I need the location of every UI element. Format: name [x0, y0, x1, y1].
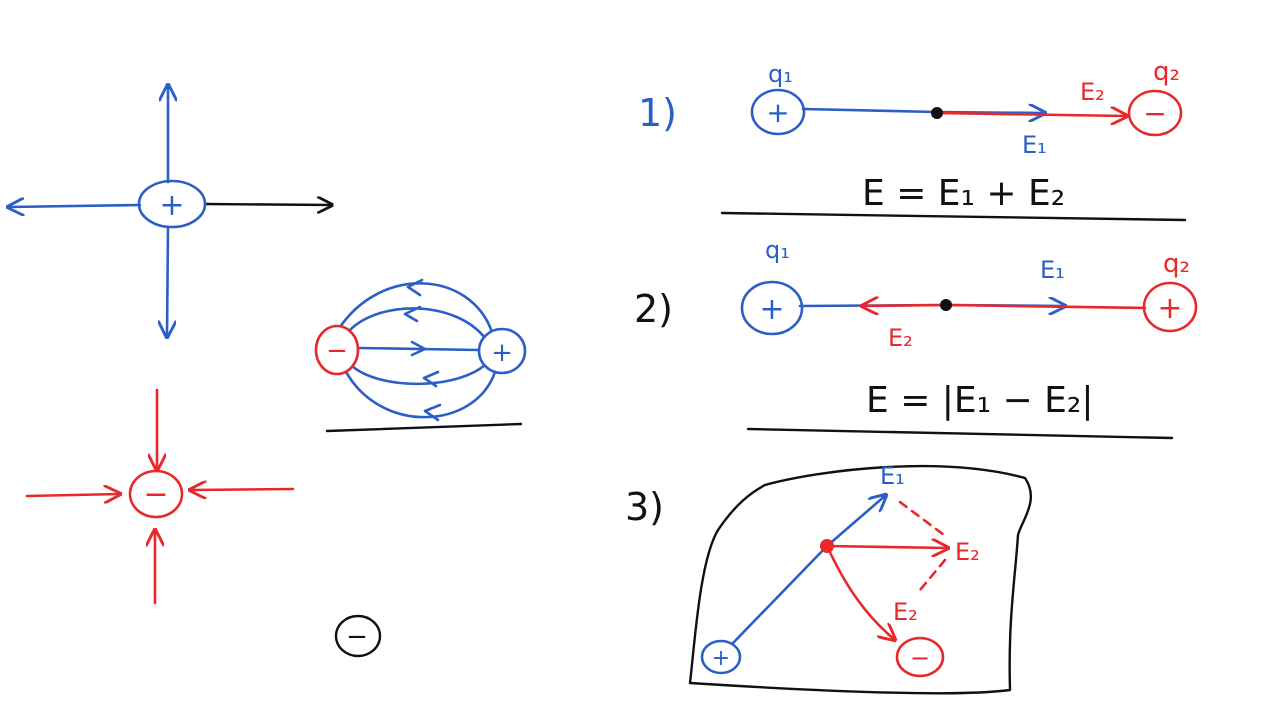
dipole-line-bottom — [343, 368, 497, 419]
case-2-q2-label: q₂ — [1163, 249, 1190, 279]
case-2-number: 2) — [634, 287, 673, 331]
case-1-test-point — [931, 107, 943, 119]
field-line-down — [167, 226, 168, 337]
case-1-number: 1) — [638, 91, 677, 135]
case-3-negative-circle — [895, 636, 945, 678]
case-1-e1-vector — [801, 109, 1045, 113]
dipole-arrow-bottom — [423, 403, 442, 422]
case-2-e2-vector — [862, 305, 1147, 308]
negative-charge-sign: − — [143, 477, 168, 512]
small-negative-sign: − — [346, 622, 368, 652]
case-3: 3) + − E₁ E₂ E₂ — [625, 462, 1032, 695]
dipole-arrow-top — [406, 278, 424, 297]
field-line-right — [203, 204, 332, 205]
dipole-positive-circle — [477, 327, 527, 375]
case-1-e1-label: E₁ — [1022, 131, 1047, 159]
case-2-e1-label: E₁ — [1040, 256, 1065, 284]
case-3-region-outline — [688, 464, 1032, 695]
case-3-e-total-vector — [825, 546, 948, 548]
positive-charge-sign: + — [159, 188, 184, 223]
case-1-e2-vector — [935, 113, 1127, 116]
case-2-test-point — [940, 299, 952, 311]
case-3-negative-sign: − — [910, 644, 930, 672]
field-line-in-right — [190, 489, 295, 490]
positive-charge-field: + — [8, 85, 332, 337]
dipole-line-top — [336, 282, 494, 334]
case-2-formula: E = |E₁ − E₂| — [866, 380, 1093, 421]
case-3-e2-label: E₂ — [893, 598, 918, 626]
case-1-q2-sign: − — [1143, 97, 1166, 130]
case-2-q1-sign: + — [759, 292, 784, 327]
dipole-field: − + — [314, 278, 527, 433]
dipole-arrow-upper — [403, 305, 422, 323]
dipole-line-center — [358, 346, 480, 352]
dipole-positive-sign: + — [491, 338, 513, 368]
field-line-left — [8, 205, 142, 207]
case-3-e1-label: E₁ — [880, 462, 905, 490]
case-3-positive-circle — [700, 639, 742, 675]
case-2-q1-circle — [740, 280, 804, 336]
case-3-number: 3) — [625, 485, 664, 529]
dipole-negative-sign: − — [326, 336, 348, 366]
case-2-q2-sign: + — [1157, 291, 1182, 326]
case-2: 2) q₁ q₂ + + E₁ E₂ E = |E₁ − E₂| — [634, 236, 1198, 440]
dipole-line-upper — [348, 307, 487, 340]
negative-charge-circle — [128, 469, 184, 519]
case-1-q1-label: q₁ — [768, 60, 793, 88]
case-3-dashed-top — [898, 500, 950, 540]
dipole-arrow-lower — [422, 370, 440, 388]
field-line-in-left — [25, 494, 120, 496]
case-1-formula: E = E₁ + E₂ — [862, 173, 1065, 214]
case-1-underline — [720, 211, 1187, 222]
case-1-q2-circle — [1127, 89, 1183, 137]
case-1-e2-label: E₂ — [1080, 78, 1105, 106]
case-1-q1-sign: + — [766, 96, 789, 129]
case-2-q2-circle — [1142, 281, 1198, 333]
case-2-underline — [746, 427, 1174, 440]
case-3-dashed-bottom — [918, 558, 947, 592]
case-3-e2-vector — [825, 544, 895, 640]
positive-charge-circle — [137, 179, 207, 229]
case-1-q1-circle — [750, 88, 806, 136]
case-3-positive-sign: + — [712, 646, 730, 671]
dipole-arrow-center — [410, 340, 427, 357]
dipole-underline — [325, 422, 523, 433]
case-1: 1) q₁ q₂ + − E₂ E₁ E = E₁ + E₂ — [638, 57, 1187, 222]
case-2-q1-label: q₁ — [765, 236, 790, 264]
case-2-e2-label: E₂ — [888, 324, 913, 352]
small-negative-charge: − — [334, 614, 382, 658]
small-negative-circle — [334, 614, 382, 658]
case-3-e1-vector — [731, 495, 886, 645]
case-3-e-total-label: E₂ — [955, 538, 980, 566]
dipole-line-lower — [350, 363, 487, 386]
case-3-test-point — [820, 539, 834, 553]
case-1-q2-label: q₂ — [1153, 57, 1180, 87]
dipole-negative-circle — [314, 324, 360, 376]
negative-charge-field: − — [25, 388, 295, 605]
